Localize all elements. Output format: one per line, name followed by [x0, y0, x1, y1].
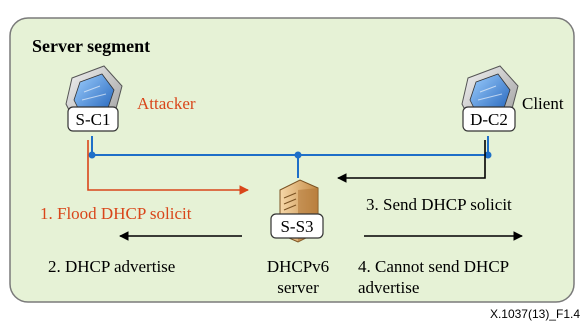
server-id: S-S3: [280, 217, 313, 236]
figure-id: X.1037(13)_F1.4: [490, 307, 580, 321]
attacker-id-box: [67, 106, 119, 132]
bus-junction-right: [484, 151, 492, 159]
server-name-line1: DHCPv6: [267, 257, 329, 276]
step4-label-line2: advertise: [358, 278, 419, 297]
segment-title: Server segment: [32, 36, 150, 56]
attacker-id: S-C1: [76, 110, 111, 129]
server-id-box: [270, 213, 324, 239]
server-segment-panel: [9, 17, 575, 303]
server-name-line2: server: [277, 278, 319, 297]
step3-label: 3. Send DHCP solicit: [366, 195, 512, 214]
client-id-box: [462, 106, 516, 132]
attacker-label: Attacker: [137, 94, 196, 113]
dhcp-server: S-S3 DHCPv6 server: [267, 179, 329, 297]
client-id: D-C2: [470, 110, 508, 129]
attacker-computer: S-C1 Attacker: [65, 65, 196, 132]
client-computer: D-C2 Client: [461, 65, 564, 132]
bus-junction-center: [294, 151, 302, 159]
step2-label: 2. DHCP advertise: [48, 257, 175, 276]
flood-solicit-arrow: [87, 140, 249, 195]
network-bus: [91, 136, 489, 178]
step1-label: 1. Flood DHCP solicit: [40, 204, 192, 223]
bus-junction-left: [88, 151, 96, 159]
client-label: Client: [522, 94, 564, 113]
client-solicit-arrow: [337, 140, 486, 183]
step4-label-line1: 4. Cannot send DHCP: [358, 257, 509, 276]
